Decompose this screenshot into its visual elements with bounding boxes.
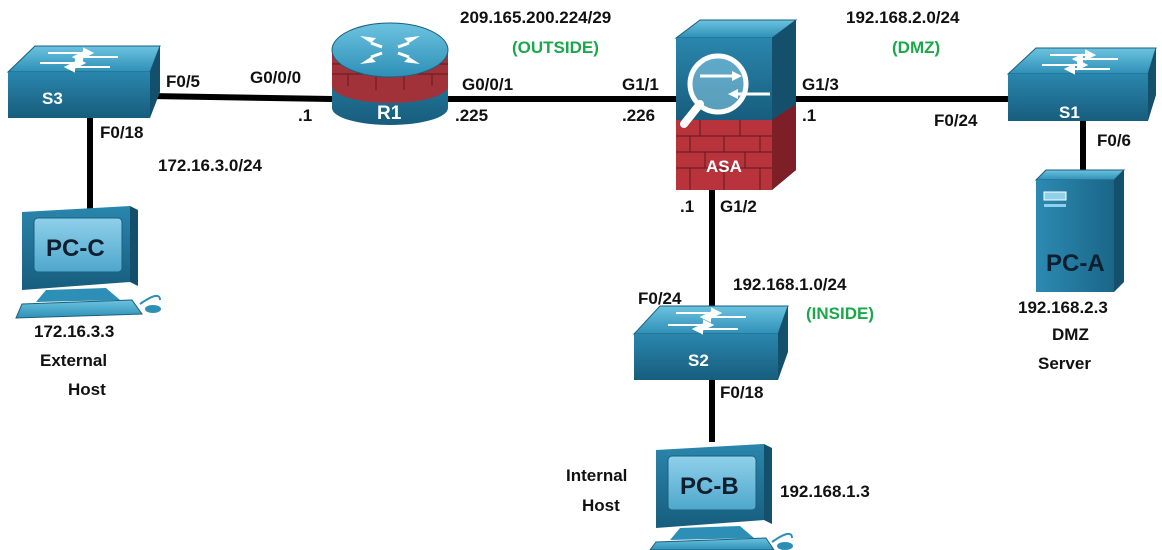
switch-s3[interactable]: S3: [6, 45, 161, 118]
pc-a-ip: 192.168.2.3: [1018, 298, 1108, 317]
asa-firewall-icon: [674, 19, 798, 190]
port-labels: F0/5 G0/0/0 F0/18 G0/0/1 G1/1 G1/3 F0/24…: [100, 68, 1131, 402]
router-r1[interactable]: R1: [331, 22, 449, 125]
switch-icon: [632, 305, 789, 380]
host-id-asa-g1-3: .1: [802, 106, 816, 125]
port-label-s2-f0-18: F0/18: [720, 383, 763, 402]
pc-a[interactable]: PC-A: [1034, 169, 1126, 292]
switch-s1[interactable]: S1: [1006, 47, 1157, 122]
link-s3-r1: [149, 93, 333, 102]
network-dmz-zone: (DMZ): [892, 38, 940, 57]
port-label-asa-g1-3: G1/3: [802, 75, 839, 94]
device-label: S3: [42, 89, 63, 108]
pc-icon: [649, 444, 793, 550]
router-icon: [331, 22, 449, 125]
pc-a-role-line2: Server: [1038, 354, 1091, 373]
host-id-asa-g1-1: .226: [622, 106, 655, 125]
network-dmz-subnet: 192.168.2.0/24: [846, 8, 960, 27]
host-id-r1-g0-0-0: .1: [298, 106, 312, 125]
port-label-s3-f0-18: F0/18: [100, 123, 143, 142]
asa-firewall[interactable]: ASA: [674, 19, 798, 190]
device-label: S1: [1059, 103, 1080, 122]
pc-c-role-line2: Host: [68, 380, 106, 399]
host-id-labels: .1 .225 .226 .1 .1: [298, 106, 816, 216]
port-label-s2-f0-24: F0/24: [638, 289, 682, 308]
network-external-subnet: 172.16.3.0/24: [158, 156, 263, 175]
switch-s2[interactable]: S2: [632, 305, 789, 380]
pc-c-ip: 172.16.3.3: [34, 322, 114, 341]
switch-icon: [6, 45, 161, 118]
host-id-asa-g1-2: .1: [680, 197, 694, 216]
pc-c[interactable]: PC-C: [15, 206, 161, 319]
device-label: S2: [688, 351, 709, 370]
device-label: PC-C: [46, 235, 105, 262]
network-labels: 209.165.200.224/29 (OUTSIDE) 192.168.2.0…: [158, 8, 960, 323]
device-label: R1: [377, 103, 402, 124]
port-label-r1-g0-0-0: G0/0/0: [250, 68, 301, 87]
port-label-s1-f0-6: F0/6: [1097, 131, 1131, 150]
port-label-asa-g1-1: G1/1: [622, 75, 659, 94]
network-inside-subnet: 192.168.1.0/24: [733, 275, 847, 294]
pc-a-role-line1: DMZ: [1052, 325, 1089, 344]
device-label: PC-A: [1046, 250, 1105, 277]
host-info-labels: 172.16.3.3 External Host 192.168.2.3 DMZ…: [34, 298, 1108, 515]
pc-b-role-line1: Internal: [566, 466, 627, 485]
port-label-r1-g0-0-1: G0/0/1: [462, 75, 513, 94]
device-label: PC-B: [680, 473, 739, 500]
port-label-asa-g1-2: G1/2: [720, 197, 757, 216]
pc-icon: [15, 206, 161, 319]
port-label-s1-f0-24: F0/24: [934, 111, 978, 130]
pc-b-role-line2: Host: [582, 496, 620, 515]
pc-c-role-line1: External: [40, 351, 107, 370]
network-outside-zone: (OUTSIDE): [512, 38, 599, 57]
network-outside-subnet: 209.165.200.224/29: [460, 8, 611, 27]
device-label: ASA: [706, 157, 742, 176]
pc-b-ip: 192.168.1.3: [780, 482, 870, 501]
pc-b[interactable]: PC-B: [649, 444, 793, 550]
switch-icon: [1006, 47, 1157, 121]
network-inside-zone: (INSIDE): [806, 304, 874, 323]
host-id-r1-g0-0-1: .225: [455, 106, 488, 125]
links: [87, 93, 1086, 442]
port-label-s3-f0-5: F0/5: [166, 72, 200, 91]
server-icon: [1034, 169, 1126, 292]
